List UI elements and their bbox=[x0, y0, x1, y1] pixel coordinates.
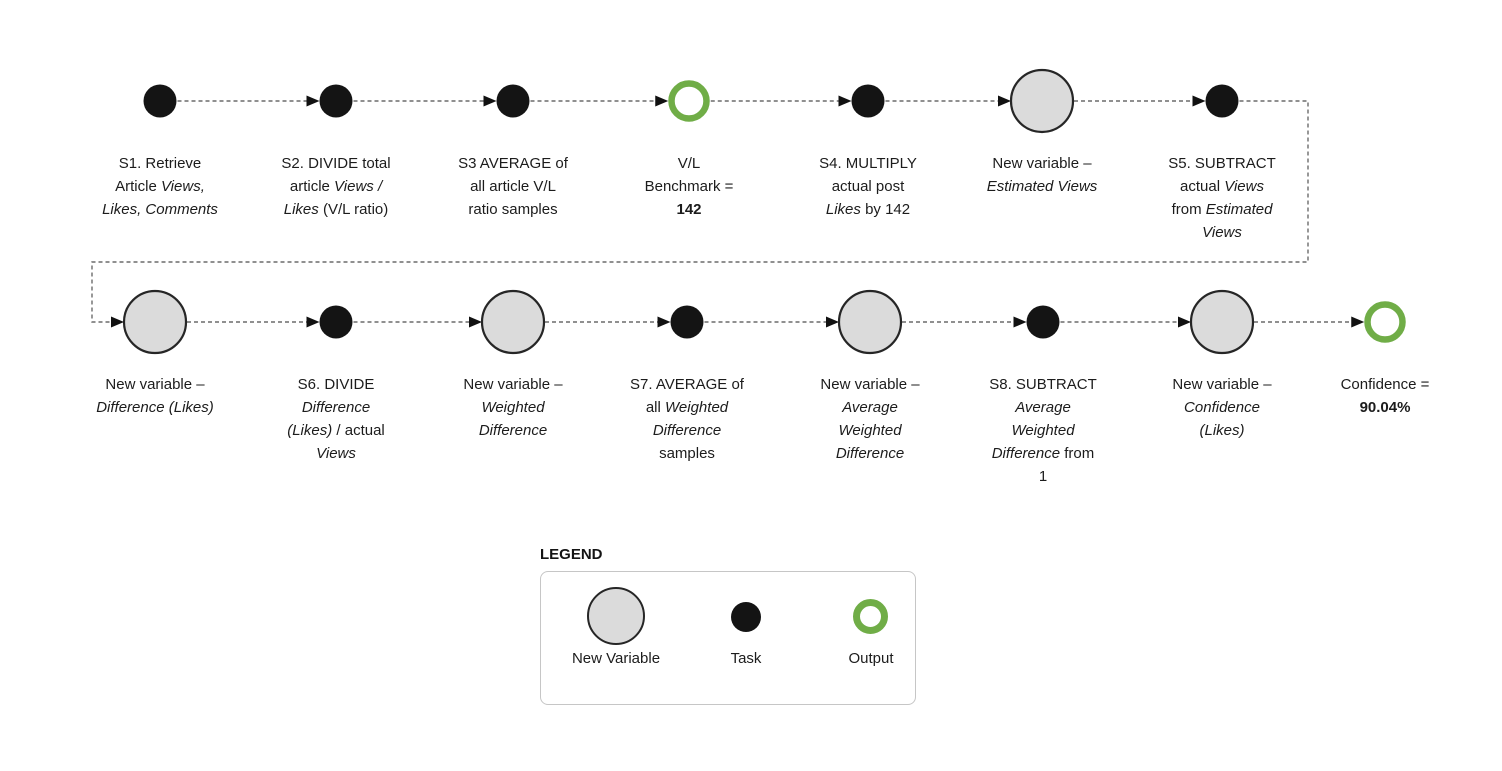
new-var-confidence-likes-label: New variable –Confidence(Likes) bbox=[1172, 376, 1272, 439]
s5-subtract-views-node bbox=[1205, 84, 1239, 118]
new-var-estimated-views-node bbox=[1009, 68, 1075, 134]
s7-average-weighted-difference-node bbox=[670, 305, 704, 339]
new-var-weighted-difference-node bbox=[480, 289, 546, 355]
new-var-estimated-views-label: New variable –Estimated Views bbox=[986, 155, 1098, 195]
task-icon bbox=[731, 602, 761, 632]
vl-benchmark-output-node bbox=[668, 80, 710, 122]
new-variable-icon bbox=[587, 587, 645, 645]
legend-box: New Variable Task Output bbox=[540, 571, 916, 705]
s3-average-vl-ratio-node bbox=[496, 84, 530, 118]
new-var-average-weighted-difference-node bbox=[837, 289, 903, 355]
s1-retrieve-article-node bbox=[143, 84, 177, 118]
legend-title: LEGEND bbox=[540, 546, 603, 563]
output-icon bbox=[853, 599, 888, 634]
s2-divide-views-likes-node bbox=[319, 84, 353, 118]
s6-divide-difference-node bbox=[319, 305, 353, 339]
s8-subtract-from-1-node bbox=[1026, 305, 1060, 339]
wrap-connector bbox=[91, 100, 1309, 323]
new-var-confidence-likes-node bbox=[1189, 289, 1255, 355]
confidence-output-node bbox=[1364, 301, 1406, 343]
s4-multiply-likes-node bbox=[851, 84, 885, 118]
new-var-difference-likes-node bbox=[122, 289, 188, 355]
legend-label-output: Output bbox=[848, 650, 894, 667]
confidence-output-label: Confidence =90.04% bbox=[1340, 376, 1430, 416]
legend-label-task: Task bbox=[730, 650, 762, 667]
new-var-difference-likes-label: New variable –Difference (Likes) bbox=[96, 376, 214, 416]
legend-label-new-variable: New Variable bbox=[571, 650, 661, 667]
